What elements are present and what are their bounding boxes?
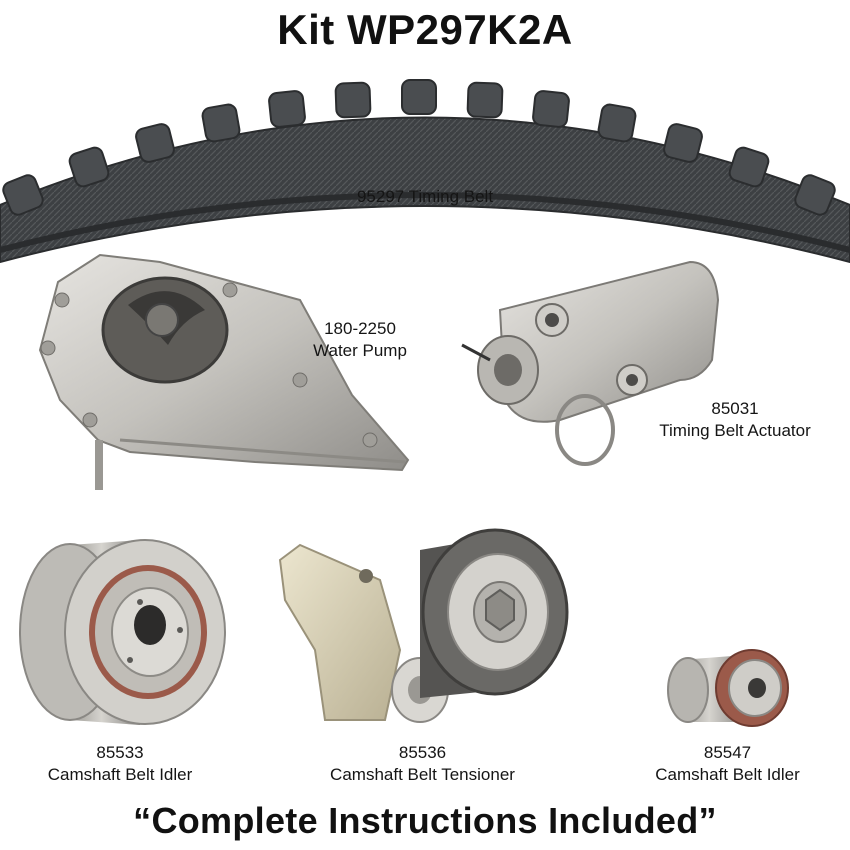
camshaft-belt-tensioner-85536-number: 85536 xyxy=(398,743,447,762)
timing-belt-label: 95297 Timing Belt xyxy=(356,187,494,206)
camshaft-belt-idler-85533-label: 85533 Camshaft Belt Idler xyxy=(15,742,225,786)
timing-belt-actuator-label: 85031 Timing Belt Actuator xyxy=(625,398,845,442)
water-pump-name: Water Pump xyxy=(313,341,407,360)
camshaft-belt-idler-85547-label: 85547 Camshaft Belt Idler xyxy=(620,742,835,786)
camshaft-belt-tensioner-85536-label: 85536 Camshaft Belt Tensioner xyxy=(290,742,555,786)
water-pump-image xyxy=(38,253,410,490)
timing-belt-actuator-image xyxy=(461,260,720,466)
water-pump-number: 180-2250 xyxy=(324,319,396,338)
camshaft-belt-tensioner-85536-name: Camshaft Belt Tensioner xyxy=(330,765,515,784)
timing-belt-actuator-name: Timing Belt Actuator xyxy=(659,421,811,440)
camshaft-belt-idler-85533-name: Camshaft Belt Idler xyxy=(47,765,193,784)
camshaft-belt-idler-85533-image xyxy=(19,539,226,725)
camshaft-belt-idler-85533-number: 85533 xyxy=(96,743,144,762)
timing-belt-actuator-number: 85031 xyxy=(711,399,759,418)
water-pump-label: 180-2250 Water Pump xyxy=(285,318,435,362)
camshaft-belt-idler-85547-image xyxy=(667,649,789,727)
camshaft-belt-idler-85547-number: 85547 xyxy=(703,743,752,762)
camshaft-belt-tensioner-85536-image xyxy=(278,528,569,723)
kit-title: Kit WP297K2A xyxy=(277,6,573,53)
timing-belt-image xyxy=(0,79,850,264)
camshaft-belt-idler-85547-name: Camshaft Belt Idler xyxy=(655,765,800,784)
instructions-note: “Complete Instructions Included” xyxy=(133,800,717,841)
